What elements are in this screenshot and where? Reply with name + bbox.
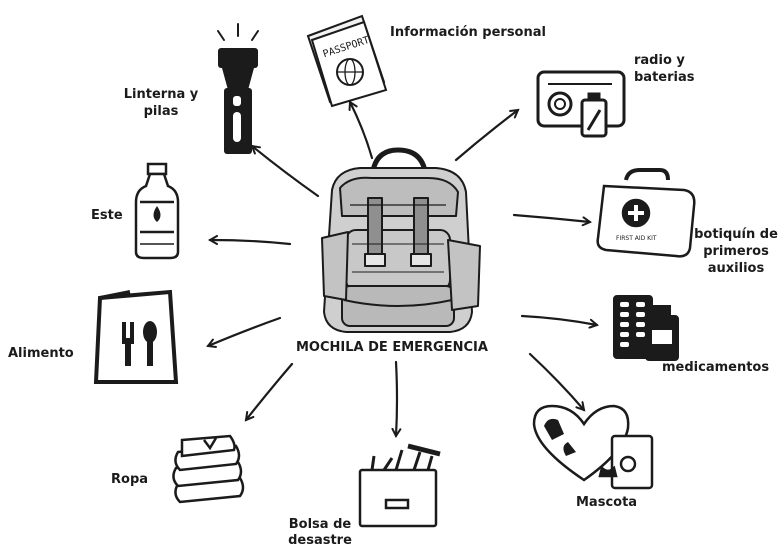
label-water: Este: [91, 208, 123, 223]
flashlight-icon: [217, 23, 259, 154]
label-flashlight-line1: Linterna y: [123, 87, 199, 102]
radio-battery-icon: [536, 70, 626, 138]
label-radio-line1: radio y: [634, 53, 685, 68]
arrow-disaster-bag: [396, 360, 397, 436]
pills-icon: [613, 295, 679, 361]
label-flashlight-line2: pilas: [143, 104, 179, 119]
first-aid-kit-icon: FIRST AID KIT: [596, 168, 696, 258]
label-first-aid-line3: auxilios: [707, 261, 765, 276]
label-first-aid-line1: botiquín de: [694, 227, 778, 242]
folded-clothes-icon: [172, 434, 245, 504]
label-radio: radio y baterias: [634, 52, 695, 86]
label-flashlight: Linterna y pilas: [118, 86, 204, 120]
arrow-personal-info: [350, 102, 374, 160]
label-radio-line2: baterias: [634, 70, 695, 85]
backpack-icon: [321, 147, 481, 333]
label-disaster-bag: Bolsa de desastre: [282, 517, 358, 549]
food-bag-icon: [93, 289, 179, 384]
toolbox-icon: [358, 443, 441, 528]
label-disaster-bag-line2: desastre: [288, 533, 352, 548]
svg-text:FIRST AID KIT: FIRST AID KIT: [616, 235, 657, 242]
arrow-radio: [454, 110, 518, 162]
label-first-aid-line2: primeros: [703, 244, 769, 259]
label-food: Alimento: [8, 346, 74, 361]
pet-supplies-icon: [532, 404, 654, 490]
label-pet: Mascota: [576, 495, 638, 510]
arrow-water: [210, 240, 292, 246]
arrow-first-aid: [512, 213, 590, 222]
water-bottle-icon: [134, 162, 180, 260]
arrow-food: [208, 316, 282, 346]
label-disaster-bag-line1: Bolsa de: [288, 517, 352, 532]
arrow-medicines: [520, 314, 597, 325]
arrow-flashlight: [252, 146, 320, 198]
arrow-pet: [528, 352, 584, 410]
diagram-title: MOCHILA DE EMERGENCIA: [296, 340, 488, 355]
label-clothes: Ropa: [111, 472, 149, 487]
passport-icon: PASSPORT: [306, 14, 388, 108]
label-personal-info: Información personal: [390, 25, 546, 40]
label-first-aid: botiquín de primeros auxilios: [690, 226, 782, 277]
arrow-clothes: [246, 362, 294, 420]
label-medicines: medicamentos: [662, 360, 770, 375]
